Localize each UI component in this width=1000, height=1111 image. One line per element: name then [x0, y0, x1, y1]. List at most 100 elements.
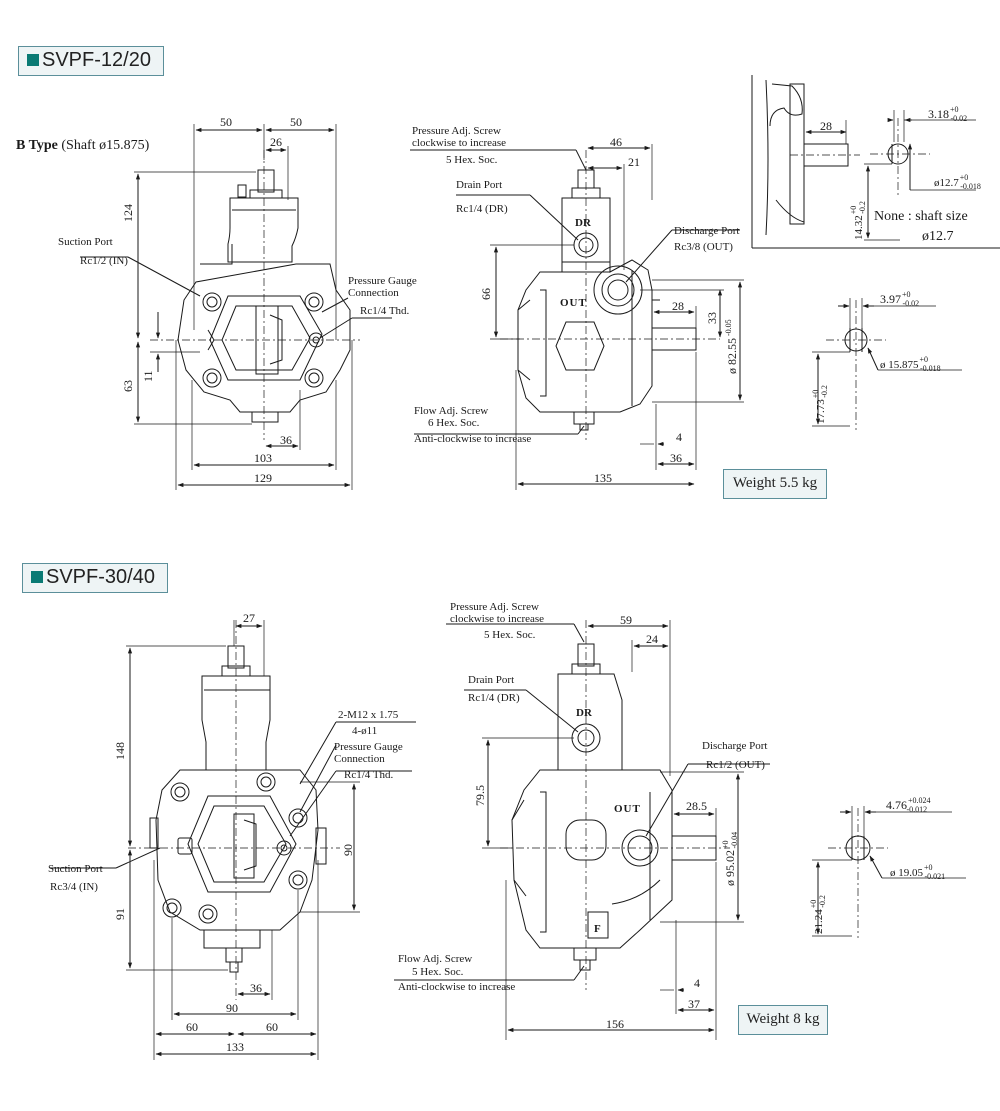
- dim-59: 59: [620, 613, 632, 627]
- drain-port-size: Rc1/4 (DR): [456, 203, 508, 215]
- dim-36-side: 36: [670, 451, 682, 465]
- teal-square-icon: [27, 54, 39, 66]
- dim-36-front2: 36: [250, 981, 262, 995]
- suction2-label: Suction Port: [48, 863, 103, 875]
- flow-screw-label-2: 6 Hex. Soc.: [428, 417, 480, 429]
- suction-port-size: Rc1/2 (IN): [80, 255, 128, 267]
- dim-36: 36: [280, 433, 292, 447]
- teal-square-icon: [31, 571, 43, 583]
- bolt-label-2: 4-ø11: [352, 725, 377, 737]
- bolt-label-1: 2-M12 x 1.75: [338, 709, 399, 721]
- dim-11: 11: [141, 370, 155, 382]
- gauge-label-3: Rc1/4 Thd.: [360, 305, 410, 317]
- subtitle-bold: B Type: [16, 138, 58, 153]
- dim-60-left: 60: [186, 1020, 198, 1034]
- dim-79-5: 79.5: [473, 785, 487, 806]
- dim-12-7: ø12.7+0-0.018: [934, 173, 981, 191]
- out2-marking: OUT: [614, 803, 641, 815]
- adj2-label-2: clockwise to increase: [450, 613, 544, 625]
- dim-50-right: 50: [290, 115, 302, 129]
- section-title-svpf-30-40: SVPF-30/40: [22, 563, 168, 593]
- adj-screw-label-1: Pressure Adj. Screw: [412, 125, 501, 137]
- suction2-size: Rc3/4 (IN): [50, 881, 98, 893]
- flow2-label-1: Flow Adj. Screw: [398, 953, 472, 965]
- dim-37: 37: [688, 997, 700, 1011]
- dim-27: 27: [243, 611, 255, 625]
- dim-135: 135: [594, 471, 612, 485]
- drain2-size: Rc1/4 (DR): [468, 692, 520, 704]
- flow-screw-label-3: Anti-clockwise to increase: [414, 433, 531, 445]
- dim-4-side2: 4: [694, 976, 700, 990]
- adj-screw-label-2: clockwise to increase: [412, 137, 506, 149]
- dim-46: 46: [610, 135, 622, 149]
- weight-box-svpf-12-20: Weight 5.5 kg: [723, 469, 827, 499]
- dim-26: 26: [270, 135, 282, 149]
- dim-63: 63: [121, 380, 135, 392]
- svg-text:B Type (Shaft ø15.875): B Type (Shaft ø15.875): [16, 138, 150, 153]
- dim-103: 103: [254, 451, 272, 465]
- dim-21: 21: [628, 155, 640, 169]
- dim-17-73: 17.73+0-0.2: [811, 385, 829, 424]
- svpf-12-20-shaft-none-detail: [751, 75, 1000, 249]
- svpf-12-20-side-view: [410, 144, 744, 490]
- dr-marking: DR: [575, 217, 592, 229]
- dim-4-76: 4.76+0.024-0.012: [886, 796, 931, 814]
- section-title-svpf-12-20: SVPF-12/20: [18, 46, 164, 76]
- suction-port-label: Suction Port: [58, 236, 113, 248]
- svpf-12-20-shaft-b-detail: [812, 298, 962, 430]
- dim-129: 129: [254, 471, 272, 485]
- svpf-30-40-side-view: [394, 620, 770, 1040]
- f-marking: F: [594, 923, 601, 935]
- dim-133: 133: [226, 1040, 244, 1054]
- svpf-30-40-shaft-detail: [812, 806, 966, 938]
- shaft-note-1: None : shaft size: [874, 209, 968, 224]
- weight-box-svpf-30-40: Weight 8 kg: [738, 1005, 828, 1035]
- subtitle-rest: (Shaft ø15.875): [58, 138, 150, 153]
- dim-60-right: 60: [266, 1020, 278, 1034]
- gauge2-label-3: Rc1/4 Thd.: [344, 769, 394, 781]
- dim-90-vertical: 90: [341, 844, 355, 856]
- dim-156: 156: [606, 1017, 624, 1031]
- gauge-label-1: Pressure Gauge: [348, 275, 417, 287]
- dim-24: 24: [646, 632, 658, 646]
- dim-19-05: ø 19.05+0-0.021: [890, 863, 945, 881]
- gauge2-label-2: Connection: [334, 753, 385, 765]
- gauge-label-2: Connection: [348, 287, 399, 299]
- dim-15-875: ø 15.875+0-0.018: [880, 355, 941, 373]
- flow2-label-2: 5 Hex. Soc.: [412, 966, 464, 978]
- flow2-label-3: Anti-clockwise to increase: [398, 981, 515, 993]
- dim-4: 4: [676, 430, 682, 444]
- dim-28: 28: [672, 299, 684, 313]
- dim-21-24: 21.24+0-0.2: [809, 895, 827, 934]
- dim-28-5: 28.5: [686, 799, 707, 813]
- dr2-marking: DR: [576, 707, 593, 719]
- dim-33: 33: [705, 312, 719, 324]
- flow-screw-label-1: Flow Adj. Screw: [414, 405, 488, 417]
- dim-124: 124: [121, 204, 135, 222]
- dim-3-97: 3.97+0-0.02: [880, 290, 919, 308]
- dim-95-02: ø 95.02+0-0.04: [721, 832, 739, 886]
- discharge2-label: Discharge Port: [702, 740, 767, 752]
- dim-148: 148: [113, 742, 127, 760]
- dim-90-horizontal: 90: [226, 1001, 238, 1015]
- gauge2-label-1: Pressure Gauge: [334, 741, 403, 753]
- drain-port-label: Drain Port: [456, 179, 502, 191]
- shaft-note-2: ø12.7: [922, 229, 954, 244]
- adj2-label-1: Pressure Adj. Screw: [450, 601, 539, 613]
- svpf-12-20-front-view: B Type (Shaft ø15.875): [16, 124, 392, 490]
- discharge-port-label: Discharge Port: [674, 225, 739, 237]
- dim-50-left: 50: [220, 115, 232, 129]
- discharge-port-size: Rc3/8 (OUT): [674, 241, 733, 253]
- adj2-label-3: 5 Hex. Soc.: [484, 629, 536, 641]
- dim-66: 66: [479, 288, 493, 300]
- dim-3-18: 3.18+0-0.02: [928, 105, 967, 123]
- out-marking: OUT: [560, 297, 587, 309]
- adj-screw-label-3: 5 Hex. Soc.: [446, 154, 498, 166]
- discharge2-size: Rc1/2 (OUT): [706, 759, 765, 771]
- svpf-30-40-front-view: [50, 620, 416, 1060]
- drain2-label: Drain Port: [468, 674, 514, 686]
- dim-28-shaft: 28: [820, 119, 832, 133]
- dim-82-55: ø 82.55-0.05: [724, 319, 739, 374]
- dim-91: 91: [113, 908, 127, 920]
